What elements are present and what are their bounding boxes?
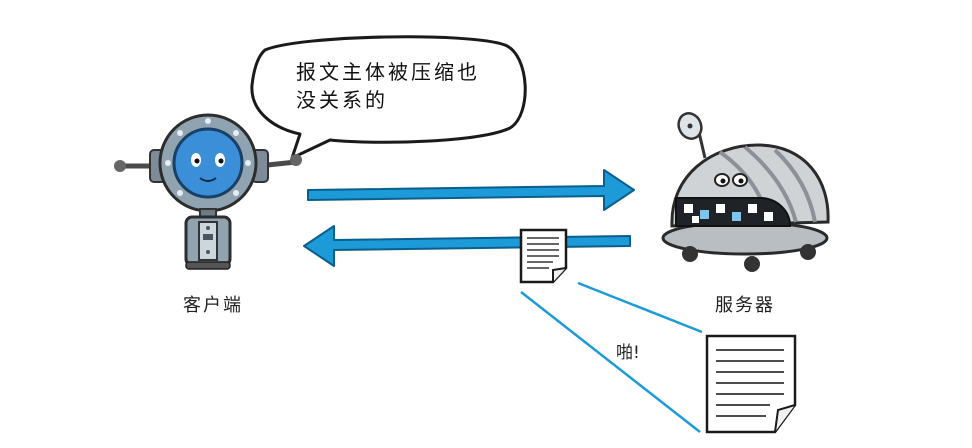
server-robot	[661, 112, 830, 272]
speech-bubble-line-2: 没关系的	[296, 88, 388, 112]
speech-bubble-line-1: 报文主体被压缩也	[296, 60, 480, 84]
zoom-lines	[520, 281, 703, 433]
client-label: 客户端	[183, 295, 243, 316]
sound-effect-label: 啪!	[616, 343, 640, 363]
client-robot	[114, 113, 302, 270]
speech-bubble	[250, 35, 527, 160]
request-arrow	[307, 169, 635, 211]
response-arrow	[303, 225, 631, 267]
small-document	[519, 228, 568, 284]
large-document	[705, 334, 797, 434]
speech-bubble-text: 报文主体被压缩也 没关系的	[296, 58, 496, 114]
server-label: 服务器	[715, 295, 775, 316]
